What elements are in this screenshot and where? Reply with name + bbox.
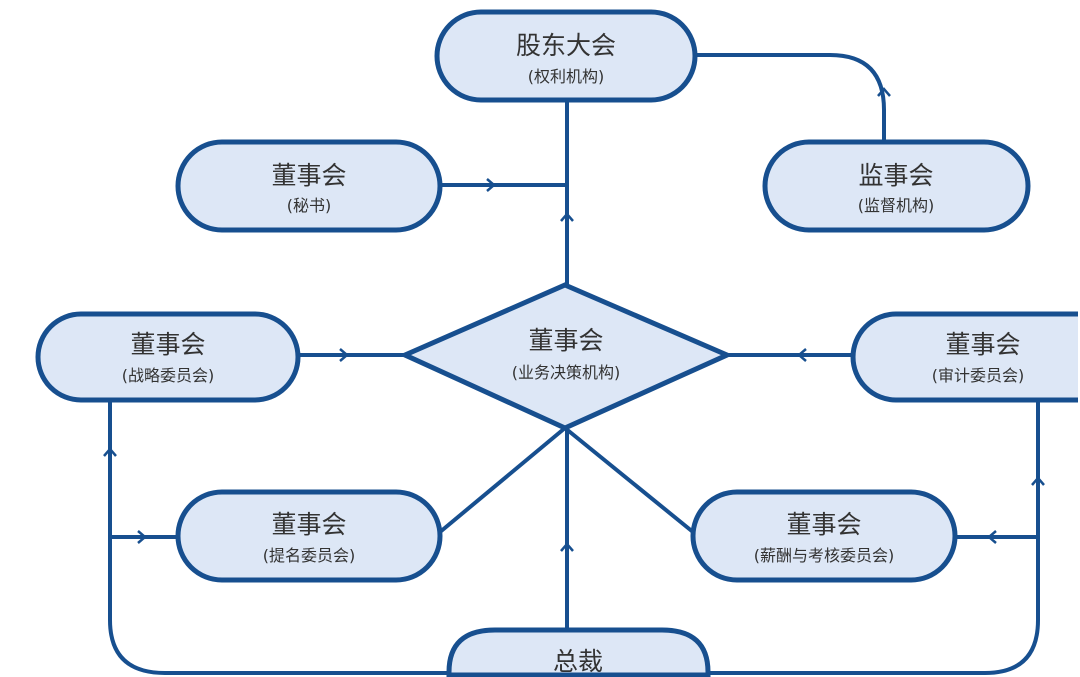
arrow-right-icon [339, 348, 349, 362]
connector-right-loop [708, 400, 1040, 675]
node-title: 总裁 [553, 647, 603, 676]
arrow-right-icon [137, 530, 147, 544]
arrow-up-icon [877, 87, 891, 97]
node-audit[interactable]: 董事会 (审计委员会) [850, 311, 1078, 403]
connector-compensation [563, 426, 695, 534]
arrow-right-icon [486, 178, 496, 192]
node-title: 股东大会 [516, 31, 616, 60]
node-subtitle: (审计委员会) [932, 366, 1025, 385]
connectors [108, 53, 1040, 675]
node-subtitle: (提名委员会) [263, 546, 356, 565]
node-president[interactable]: 总裁 [446, 627, 711, 677]
node-supervisors[interactable]: 监事会 (监督机构) [762, 139, 1031, 233]
node-subtitle: (薪酬与考核委员会) [754, 546, 895, 565]
node-title: 董事会 [786, 510, 861, 539]
node-title: 董事会 [945, 330, 1020, 359]
node-title: 监事会 [858, 161, 933, 190]
node-title: 董事会 [271, 161, 346, 190]
arrow-left-icon [987, 530, 997, 544]
node-subtitle: (业务决策机构) [512, 363, 621, 382]
node-subtitle: (秘书) [287, 196, 332, 215]
arrowheads [103, 87, 1045, 552]
arrow-up-icon [1031, 476, 1045, 486]
arrow-up-icon [560, 212, 574, 222]
node-strategy[interactable]: 董事会 (战略委员会) [35, 311, 301, 403]
node-title: 董事会 [528, 326, 603, 355]
node-subtitle: (监督机构) [858, 196, 935, 215]
node-shareholders[interactable]: 股东大会 (权利机构) [434, 9, 698, 103]
node-title: 董事会 [130, 330, 205, 359]
connector-nomination [438, 426, 567, 534]
arrow-left-icon [797, 348, 807, 362]
connector-left-loop [108, 400, 450, 675]
node-title: 董事会 [271, 510, 346, 539]
node-board-decision[interactable]: 董事会 (业务决策机构) [398, 282, 734, 431]
node-compensation[interactable]: 董事会 (薪酬与考核委员会) [690, 489, 958, 583]
node-subtitle: (权利机构) [528, 67, 605, 86]
node-nomination[interactable]: 董事会 (提名委员会) [175, 489, 443, 583]
arrow-up-icon [560, 542, 574, 552]
node-secretary[interactable]: 董事会 (秘书) [175, 139, 443, 233]
arrow-up-icon [103, 447, 117, 457]
connector-supervisors [695, 53, 886, 142]
node-subtitle: (战略委员会) [122, 366, 215, 385]
